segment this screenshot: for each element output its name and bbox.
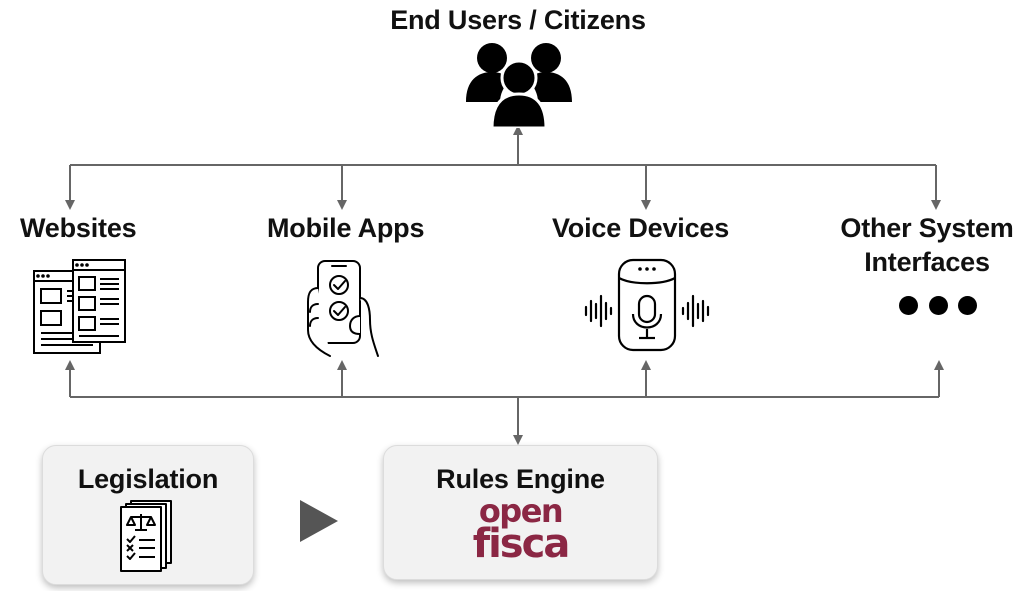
legislation-title: Legislation: [77, 464, 219, 494]
smart-speaker-icon: [584, 258, 710, 352]
other-interfaces-label-line1: Other System: [840, 213, 1014, 243]
mobile-apps-label: Mobile Apps: [267, 213, 425, 243]
ellipsis-icon: [899, 296, 979, 316]
rules-engine-card: Rules Engine open fisca: [383, 445, 658, 580]
other-interfaces-label-line2: Interfaces: [864, 247, 990, 277]
hand-holding-phone-icon: [307, 260, 379, 357]
users-group-icon: [466, 43, 572, 128]
legal-documents-icon: [120, 500, 172, 572]
ellipsis-dot: [929, 296, 948, 315]
other-interfaces-label: Other System Interfaces: [832, 211, 1022, 279]
websites-label: Websites: [20, 213, 137, 243]
voice-devices-label: Voice Devices: [552, 213, 730, 243]
rules-engine-title: Rules Engine: [436, 464, 605, 494]
legislation-card: Legislation: [42, 445, 254, 585]
ellipsis-dot: [958, 296, 977, 315]
openfisca-logo-fisca: fisca: [472, 521, 571, 567]
openfisca-logo-open: open: [478, 492, 564, 530]
play-triangle-icon: [300, 500, 338, 542]
ellipsis-dot: [899, 296, 918, 315]
openfisca-logo: open fisca: [384, 492, 657, 567]
website-windows-icon: [33, 259, 126, 354]
end-users-title: End Users / Citizens: [390, 5, 646, 35]
